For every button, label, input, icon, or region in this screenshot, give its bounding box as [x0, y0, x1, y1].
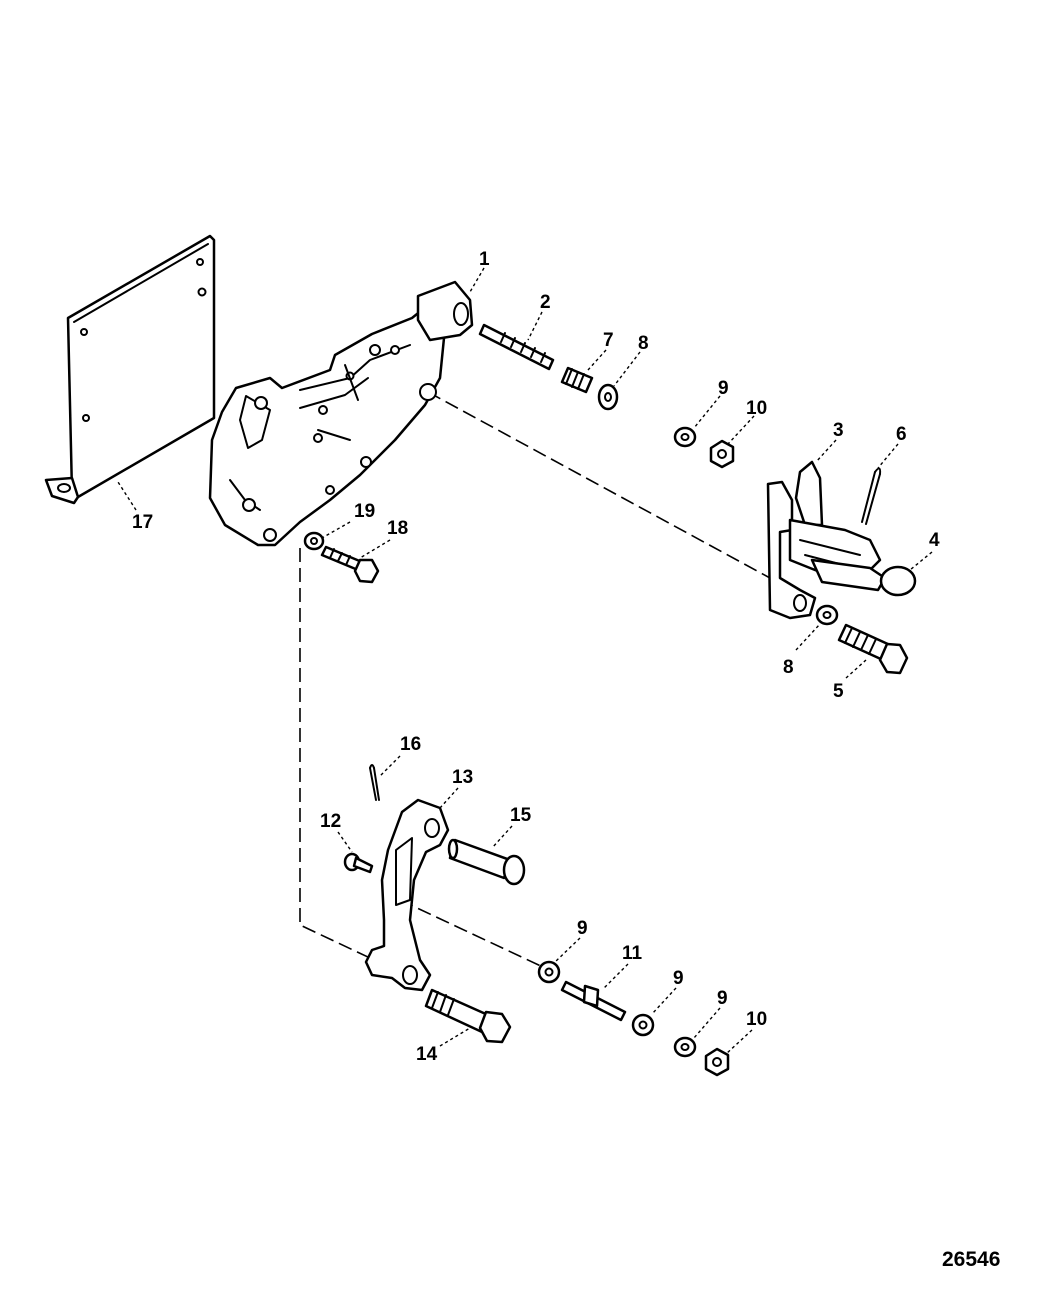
- part-17-mounting-plate: [44, 234, 216, 505]
- part-5-bolt: [837, 623, 909, 675]
- part-6-cotter-pin: [861, 467, 882, 525]
- callout-3: 3: [833, 420, 844, 441]
- part-10-nut-upper: [709, 439, 735, 469]
- callout-9-lower-b: 9: [717, 988, 728, 1009]
- callout-10-lower: 10: [746, 1009, 767, 1030]
- callout-1: 1: [479, 249, 490, 270]
- callout-19: 19: [354, 501, 375, 522]
- callout-18: 18: [387, 518, 408, 539]
- callout-15: 15: [510, 805, 532, 826]
- callout-13: 13: [452, 767, 473, 788]
- callout-5: 5: [833, 681, 844, 702]
- part-14-shoulder-bolt: [424, 988, 512, 1044]
- part-9-washer-lower-b: [673, 1036, 697, 1058]
- assembly-lines: [299, 391, 771, 969]
- part-4-cap: [879, 565, 917, 597]
- callout-10-upper: 10: [746, 398, 767, 419]
- callout-8-lower: 8: [783, 657, 794, 678]
- callout-7: 7: [603, 330, 614, 351]
- callout-leaders: [117, 267, 933, 1055]
- callout-14: 14: [416, 1044, 438, 1065]
- callout-8-upper: 8: [638, 333, 649, 354]
- callout-12: 12: [320, 811, 341, 832]
- part-9-washer-upper: [673, 426, 697, 448]
- part-3-lever-bracket: [766, 460, 887, 620]
- part-8-washer-lower: [815, 604, 839, 626]
- callout-9-upper: 9: [718, 378, 729, 399]
- part-15-pin: [447, 838, 526, 886]
- diagram-reference-number: 26546: [942, 1248, 1000, 1271]
- part-2-stud: [478, 323, 555, 371]
- callout-4: 4: [929, 530, 940, 551]
- callout-17: 17: [132, 512, 153, 533]
- main-bracket: [208, 280, 474, 547]
- part-7-spring: [560, 366, 594, 394]
- callout-2: 2: [540, 292, 551, 313]
- callout-labels: 1 2 7 8 9 10 3 6 4 8 5 17 19 18 16 13 12…: [132, 249, 940, 1065]
- callout-9-lower-a: 9: [673, 968, 684, 989]
- callout-6: 6: [896, 424, 907, 445]
- part-19-washer: [303, 531, 325, 551]
- part-18-bolt: [320, 545, 380, 584]
- part-16-cotter-pin: [369, 764, 380, 801]
- callout-11: 11: [622, 943, 643, 964]
- part-9-washer-mid: [537, 960, 561, 984]
- part-13-link-arm: [364, 798, 450, 992]
- part-11-stud: [560, 980, 627, 1022]
- part-12-pin: [343, 852, 374, 874]
- part-9-washer-lower-a: [631, 1013, 655, 1037]
- part-8-washer-upper: [597, 383, 619, 411]
- callout-16: 16: [400, 734, 421, 755]
- part-10-nut-lower: [704, 1047, 730, 1077]
- callout-9-mid: 9: [577, 918, 588, 939]
